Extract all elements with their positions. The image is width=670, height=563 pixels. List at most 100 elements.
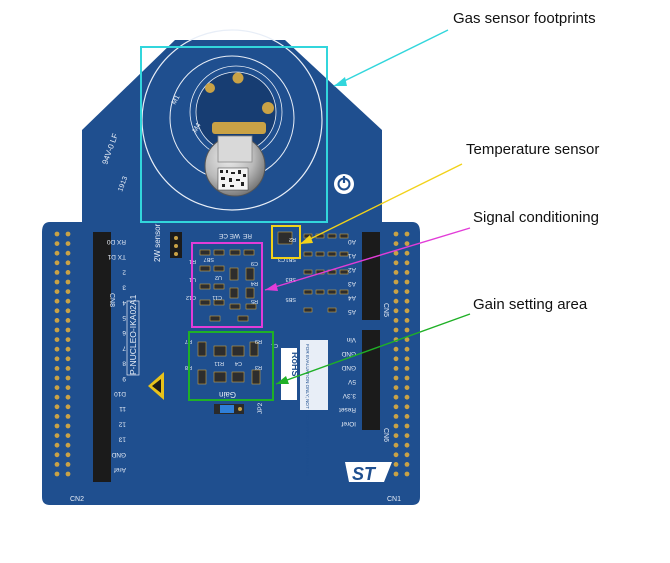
smd-component (229, 267, 239, 281)
right-pin-label: 5V (347, 378, 356, 385)
right-pin-label: GND (341, 364, 356, 371)
header-pin (393, 433, 399, 438)
header-pin (393, 346, 399, 352)
header-pin (65, 433, 71, 438)
header-pin (65, 241, 71, 247)
header-pin (65, 452, 71, 458)
header-pin (65, 385, 71, 390)
coin-cell-tab (217, 135, 253, 163)
left-pin-label: 13 (118, 436, 126, 443)
date-code: 1913 (117, 176, 129, 193)
header-pin (54, 442, 60, 448)
header-pin (54, 452, 60, 458)
smd-component (315, 289, 325, 295)
component-ref: SB3 (286, 276, 296, 282)
jp1-jumper (170, 232, 182, 258)
smd-component (277, 231, 293, 245)
header-pin (65, 375, 71, 381)
right-pin-label: A3 (348, 280, 356, 287)
connector-cn5: CN5 (382, 303, 389, 317)
component-ref: U2 (215, 274, 222, 280)
header-pin (54, 298, 60, 304)
header-pin (54, 366, 60, 371)
smd-component (213, 265, 225, 272)
header-pin (65, 308, 71, 314)
svg-text:ST: ST (352, 464, 377, 484)
power-logo-icon (334, 174, 354, 194)
ref-m1: M1 (171, 94, 182, 106)
header-pin (404, 442, 410, 448)
header-pin (404, 260, 410, 266)
header-pin (404, 270, 410, 275)
right-pin-label: A2 (348, 266, 356, 273)
header-pin (54, 327, 60, 333)
smd-component (315, 251, 325, 257)
header-pin (65, 231, 71, 237)
header-pin (404, 471, 410, 477)
header-pin (393, 375, 399, 381)
header-pin (404, 433, 410, 438)
header-pin (393, 423, 399, 429)
left-pin-label: 12 (118, 420, 126, 427)
header-pin (54, 346, 60, 352)
gas-callout-arrow (333, 29, 449, 87)
header-pin (404, 241, 410, 247)
component-ref: C1 (271, 342, 278, 348)
component-ref: C9 (251, 260, 258, 266)
left-pin-label: 5 (122, 314, 126, 321)
header-pin (65, 298, 71, 304)
signal-callout-arrow (264, 227, 471, 291)
st-logo-icon: ST (345, 462, 392, 484)
header-pin (65, 356, 71, 362)
right-pin-label: A0 (348, 238, 356, 245)
header-pin (54, 414, 60, 419)
smd-component (213, 345, 227, 357)
header-pin (404, 298, 410, 304)
header-pin (404, 404, 410, 410)
header-pin (404, 279, 410, 285)
header-pin (404, 394, 410, 400)
header-pin (65, 250, 71, 256)
header-pin (54, 471, 60, 477)
component-ref: R5 (251, 298, 258, 304)
component-ref: R9 (255, 338, 262, 344)
connector-cn8: CN8 (108, 293, 115, 307)
esd-warning-icon (148, 372, 164, 400)
right-black-header-lower (362, 330, 380, 430)
smd-component (339, 289, 349, 295)
ref-m4: M4 (192, 122, 203, 134)
header-pin (404, 346, 410, 352)
right-black-header (362, 232, 380, 320)
jp2-label: JP2 (257, 402, 264, 414)
right-pin-label: GND (341, 350, 356, 357)
header-pin (65, 404, 71, 410)
connector-cn2: CN2 (70, 496, 84, 503)
header-pin (404, 423, 410, 429)
header-pin (65, 366, 71, 371)
gain-label: Gain (219, 390, 236, 399)
gain-callout-arrow (275, 313, 471, 385)
header-pin (65, 414, 71, 419)
header-pin (65, 260, 71, 266)
gas-sensor-callout-label: Gas sensor footprints (453, 10, 596, 27)
header-pin (404, 231, 410, 237)
component-ref: SB7 (204, 256, 214, 262)
smd-component (245, 267, 255, 281)
header-pin (54, 308, 60, 314)
smd-component (327, 289, 337, 295)
header-pin (393, 241, 399, 247)
signal-conditioning-callout-label: Signal conditioning (473, 209, 599, 226)
smd-component (213, 283, 225, 290)
ref-re: RE (242, 232, 252, 239)
header-pin (404, 366, 410, 371)
header-pin (393, 298, 399, 304)
smd-component (231, 345, 245, 357)
header-pin (393, 452, 399, 458)
header-pin (393, 366, 399, 371)
smd-component (197, 369, 207, 385)
header-pin (393, 471, 399, 477)
svg-text:RoHS: RoHS (290, 352, 300, 377)
ref-we: WE (229, 232, 240, 239)
